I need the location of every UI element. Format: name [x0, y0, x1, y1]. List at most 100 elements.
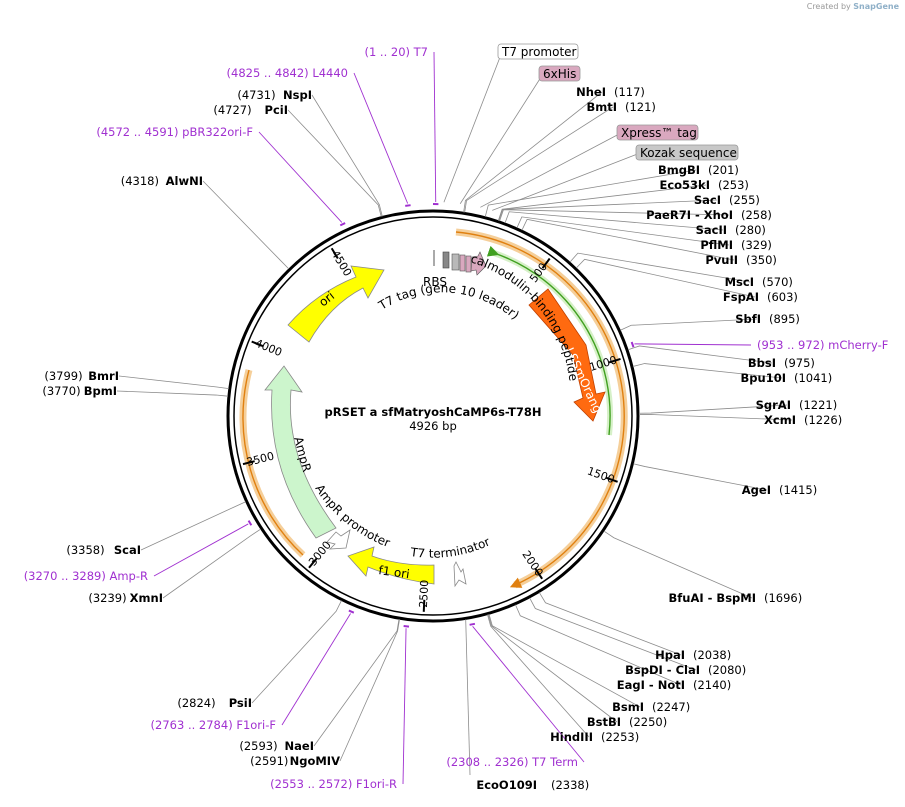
site-name: PciI [265, 103, 288, 117]
rbs-feature [443, 252, 449, 268]
site-position: (121) [625, 100, 656, 114]
site-name: NgoMIV [290, 754, 340, 768]
site-leader [488, 615, 589, 737]
t7-promoter-feature [433, 250, 435, 266]
primer-name: F1ori-F [236, 718, 276, 732]
site-position: (258) [741, 208, 772, 222]
primer-site [404, 626, 409, 627]
site-name: NaeI [285, 739, 314, 753]
site-name: PvuII [705, 253, 738, 267]
site-leader [288, 110, 381, 217]
his-tag-feature [460, 255, 465, 271]
primer-site [470, 624, 475, 625]
primer-name: Amp-R [109, 569, 148, 583]
site-position: (255) [729, 193, 760, 207]
site-position: (2247) [652, 700, 690, 714]
primer-site [340, 223, 345, 225]
site-position: (2038) [693, 648, 731, 662]
site-leader [314, 619, 399, 746]
site-name: BspDI - ClaI [625, 663, 700, 677]
site-name: MscI [725, 275, 754, 289]
primer-leader [634, 344, 751, 345]
feature-label-text: T7 promoter [501, 45, 577, 59]
primer-site [349, 611, 354, 613]
site-position: (2080) [708, 663, 746, 677]
site-name: XmnI [130, 591, 163, 605]
t7-tag-label: T7 tag (gene 10 leader) [375, 281, 522, 322]
primer-leader [434, 52, 436, 202]
site-name: BmgBI [658, 163, 700, 177]
site-leader [466, 619, 470, 775]
tick-label: 1500 [585, 464, 616, 486]
site-leader [604, 531, 752, 598]
primer-site [632, 342, 634, 347]
credit-prefix: Created by [807, 2, 851, 11]
site-position: (329) [741, 238, 772, 252]
site-position: (2250) [629, 715, 667, 729]
snapgene-credit: Created by SnapGene [807, 2, 899, 11]
site-name: XcmI [764, 413, 796, 427]
site-position: (1041) [794, 371, 832, 385]
primer-label: (4825 .. 4842) L4440 [227, 66, 348, 80]
primer-leader [282, 613, 351, 725]
site-name: SgrAI [756, 398, 791, 412]
primer-name: pBR322ori-F [182, 125, 253, 139]
site-leader [539, 592, 681, 655]
site-leader [252, 601, 341, 703]
primer-site [249, 521, 252, 526]
site-name: PsiI [229, 696, 252, 710]
feature-leader [480, 133, 621, 207]
site-position: (895) [769, 312, 800, 326]
primer-leader [154, 524, 248, 576]
primer-range: (2553 .. 2572) [270, 777, 356, 791]
site-position: (280) [735, 223, 766, 237]
feature-label-text: Xpress™ tag [621, 126, 697, 140]
site-name: AlwNI [166, 174, 203, 188]
site-name: NspI [283, 88, 312, 102]
site-name: BbsI [748, 356, 776, 370]
site-name: Bpu10I [741, 371, 786, 385]
primer-range: (2763 .. 2784) [151, 718, 237, 732]
site-name: FspAI [723, 290, 759, 304]
primer-name: T7 Term [531, 755, 578, 769]
tick-label: 4500 [329, 248, 355, 279]
primer-leader [259, 132, 342, 222]
site-position: (1221) [799, 398, 837, 412]
primer-site [405, 205, 410, 206]
primer-leader [354, 73, 408, 204]
primer-label: (953 .. 972) mCherry-F [757, 338, 888, 352]
site-name: SbfI [735, 312, 761, 326]
site-name: BmrI [88, 369, 119, 383]
site-position: (201) [708, 163, 739, 177]
primer-label: (1 .. 20) T7 [364, 45, 428, 59]
site-name: SacI [694, 193, 721, 207]
snapgene-logo: SnapGene [853, 2, 899, 11]
site-position: (1415) [779, 483, 817, 497]
primer-label: (4572 .. 4591) pBR322ori-F [96, 125, 253, 139]
site-name: NheI [576, 85, 606, 99]
primer-name: L4440 [312, 66, 348, 80]
tick-label: 2000 [519, 548, 545, 578]
site-position: (4318) [121, 174, 159, 188]
site-leader [119, 376, 229, 389]
primer-range: (4825 .. 4842) [227, 66, 313, 80]
site-leader [141, 502, 246, 550]
site-leader [203, 181, 289, 269]
site-position: (1226) [804, 413, 842, 427]
site-name: BpmI [84, 384, 117, 398]
site-position: (4731) [237, 88, 275, 102]
primer-leader [403, 628, 406, 784]
site-position: (2253) [601, 730, 639, 744]
site-name: BsmI [612, 700, 644, 714]
site-leader [163, 529, 261, 598]
t7-terminator-label-path: T7 terminator [409, 535, 492, 561]
t7-terminator-arrow [454, 562, 466, 586]
site-position: (2593) [239, 739, 277, 753]
site-name: BmtI [586, 100, 617, 114]
site-position: (3799) [44, 369, 82, 383]
plasmid-size: 4926 bp [409, 419, 457, 433]
site-position: (975) [784, 356, 815, 370]
feature-label-text: Kozak sequence [640, 146, 737, 160]
site-position: (3239) [88, 591, 126, 605]
primer-name: T7 [413, 45, 428, 59]
